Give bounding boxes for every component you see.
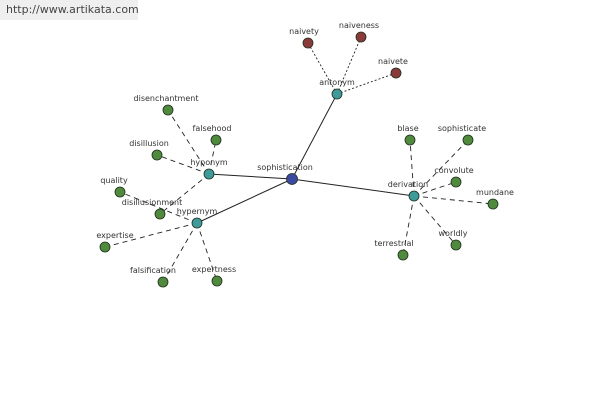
edge-hyponym-falsehood: [208, 139, 217, 175]
label-relation-hyponym: hyponym: [190, 158, 228, 167]
node-quality[interactable]: [114, 186, 126, 198]
edge-hypernym-expertise: [104, 222, 198, 248]
label-relation-hypernym: hypernym: [177, 207, 218, 216]
node-blase[interactable]: [404, 134, 416, 146]
node-naivete[interactable]: [390, 67, 402, 79]
label-mundane: mundane: [476, 188, 514, 197]
label-disenchantment: disenchantment: [134, 94, 199, 103]
label-disillusion: disillusion: [129, 139, 169, 148]
label-disillusionment: disillusionment: [122, 198, 182, 207]
label-terrestrial: terrestrial: [374, 239, 413, 248]
edge-center-hyponym: [208, 173, 293, 180]
node-relation-hypernym[interactable]: [191, 217, 203, 229]
node-expertise[interactable]: [99, 241, 111, 253]
graph-nodes: [99, 31, 499, 288]
edge-hypernym-expertness: [196, 222, 218, 282]
label-naiveness: naiveness: [339, 21, 379, 30]
label-sophisticate: sophisticate: [438, 124, 486, 133]
edge-antonym-naivete: [336, 72, 397, 95]
node-naiveness[interactable]: [355, 31, 367, 43]
edge-hyponym-disillusion: [156, 154, 210, 175]
node-naivety[interactable]: [302, 37, 314, 49]
edge-center-antonym: [291, 93, 338, 180]
node-disillusionment[interactable]: [154, 208, 166, 220]
edge-derivation-blase: [409, 139, 415, 197]
edge-center-derivation: [291, 178, 415, 197]
edge-antonym-naivety: [307, 42, 338, 95]
edge-derivation-terrestrial: [402, 195, 415, 256]
node-relation-derivation[interactable]: [408, 190, 420, 202]
graph-labels: naivety naiveness naivete disenchantment fal…: [96, 21, 514, 275]
label-falsification: falsification: [130, 266, 176, 275]
node-center-sophistication[interactable]: [286, 173, 298, 185]
graph-edges: [104, 36, 494, 283]
label-relation-derivation: derivation: [388, 180, 428, 189]
edge-hyponym-disillusionment: [159, 173, 210, 215]
label-quality: quality: [100, 176, 128, 185]
node-expertness[interactable]: [211, 275, 223, 287]
label-expertise: expertise: [96, 231, 133, 240]
edge-hypernym-falsification: [162, 222, 198, 283]
edge-derivation-sophisticate: [413, 139, 469, 197]
node-relation-hyponym[interactable]: [203, 168, 215, 180]
node-disenchantment[interactable]: [162, 104, 174, 116]
label-naivete: naivete: [378, 57, 408, 66]
node-disillusion[interactable]: [151, 149, 163, 161]
label-expertness: expertness: [192, 265, 236, 274]
node-falsehood[interactable]: [210, 134, 222, 146]
node-worldly[interactable]: [450, 239, 462, 251]
label-falsehood: falsehood: [193, 124, 232, 133]
label-convolute: convolute: [434, 166, 473, 175]
edge-hyponym-disenchantment: [167, 109, 210, 175]
label-naivety: naivety: [289, 27, 319, 36]
label-blase: blase: [397, 124, 418, 133]
node-falsification[interactable]: [157, 276, 169, 288]
node-sophisticate[interactable]: [462, 134, 474, 146]
label-relation-antonym: antonym: [319, 78, 355, 87]
edge-hypernym-quality: [119, 191, 198, 224]
label-worldly: worldly: [439, 229, 468, 238]
edge-derivation-worldly: [413, 195, 457, 246]
node-relation-antonym[interactable]: [331, 88, 343, 100]
node-mundane[interactable]: [487, 198, 499, 210]
node-convolute[interactable]: [450, 176, 462, 188]
edge-derivation-convolute: [413, 181, 457, 197]
edge-derivation-mundane: [413, 195, 494, 205]
label-center-sophistication: sophistication: [257, 163, 313, 172]
node-terrestrial[interactable]: [397, 249, 409, 261]
edge-center-hypernym: [196, 178, 293, 224]
source-url-banner[interactable]: http://www.artikata.com: [0, 0, 139, 20]
